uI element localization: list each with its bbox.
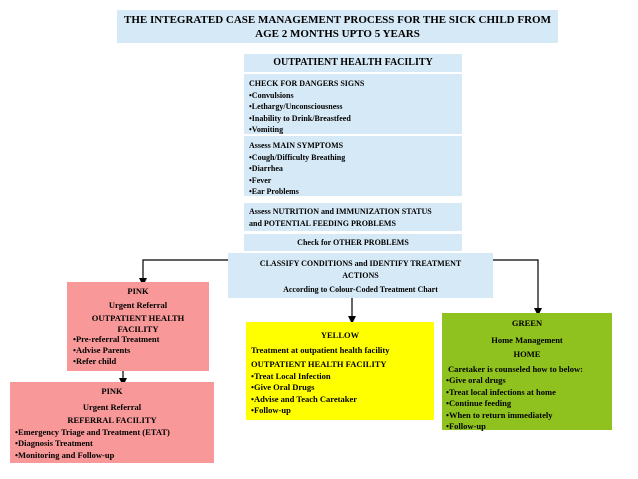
classify-line-1: CLASSIFY CONDITIONS and IDENTIFY TREATME… bbox=[259, 259, 462, 268]
yellow-box: YELLOW Treatment at outpatient health fa… bbox=[246, 322, 434, 420]
danger-signs-heading: CHECK FOR DANGERS SIGNS bbox=[249, 79, 365, 88]
pink-referral-subtitle: Urgent Referral bbox=[82, 401, 142, 412]
pink-referral-item: •Monitoring and Follow-up bbox=[15, 449, 115, 460]
yellow-item: •Advise and Teach Caretaker bbox=[251, 393, 358, 404]
title-line-2: AGE 2 MONTHS UPTO 5 YEARS bbox=[255, 28, 420, 40]
pink-outpatient-item: •Pre-referral Treatment bbox=[73, 333, 160, 344]
green-subtitle: Home Management bbox=[491, 334, 563, 345]
classify-box: CLASSIFY CONDITIONS and IDENTIFY TREATME… bbox=[228, 253, 493, 298]
facility-box: OUTPATIENT HEALTH FACILITY bbox=[244, 54, 462, 72]
yellow-color: YELLOW bbox=[320, 330, 360, 340]
green-color: GREEN bbox=[511, 318, 543, 328]
pink-referral-item: •Emergency Triage and Treatment (ETAT) bbox=[15, 426, 170, 437]
pink-referral-color: PINK bbox=[101, 386, 123, 396]
nutrition-line-1: Assess NUTRITION and IMMUNIZATION STATUS bbox=[249, 207, 432, 216]
connector-to-pink bbox=[139, 259, 228, 286]
title-box: THE INTEGRATED CASE MANAGEMENT PROCESS F… bbox=[117, 10, 558, 43]
danger-sign-item: •Convulsions bbox=[249, 90, 294, 100]
pink-outpatient-box: PINK Urgent Referral OUTPATIENT HEALTH F… bbox=[67, 282, 209, 371]
connector-to-green bbox=[493, 259, 542, 316]
yellow-facility: OUTPATIENT HEALTH FACILITY bbox=[251, 359, 387, 369]
pink-referral-facility: REFERRAL FACILITY bbox=[67, 415, 157, 425]
green-item: •Treat local infections at home bbox=[446, 386, 556, 397]
pink-outpatient-subtitle: Urgent Referral bbox=[108, 299, 168, 310]
pink-outpatient-facility-1: OUTPATIENT HEALTH bbox=[91, 313, 185, 323]
pink-outpatient-facility-2: FACILITY bbox=[117, 323, 159, 334]
main-symptom-item: •Ear Problems bbox=[249, 187, 299, 196]
nutrition-box: Assess NUTRITION and IMMUNIZATION STATUS… bbox=[244, 203, 462, 231]
yellow-subtitle: Treatment at outpatient health facility bbox=[251, 344, 390, 355]
classify-line-2: ACTIONS bbox=[342, 270, 379, 280]
pink-referral-box: PINK Urgent Referral REFERRAL FACILITY •… bbox=[10, 382, 214, 463]
title-line-1: THE INTEGRATED CASE MANAGEMENT PROCESS F… bbox=[124, 14, 551, 26]
danger-sign-item: •Inability to Drink/Breastfeed bbox=[249, 113, 351, 123]
green-item: •Give oral drugs bbox=[446, 375, 506, 385]
other-problems-label: Check for OTHER PROBLEMS bbox=[297, 238, 409, 247]
danger-sign-item: •Vomiting bbox=[249, 125, 284, 134]
nutrition-line-2: and POTENTIAL FEEDING PROBLEMS bbox=[249, 218, 396, 228]
yellow-item: •Follow-up bbox=[251, 405, 291, 415]
main-symptom-item: •Diarrhea bbox=[249, 164, 283, 173]
facility-label: OUTPATIENT HEALTH FACILITY bbox=[273, 57, 433, 68]
main-symptoms-heading: Assess MAIN SYMPTOMS bbox=[249, 141, 344, 150]
other-problems-box: Check for OTHER PROBLEMS bbox=[244, 234, 462, 251]
classify-line-3: According to Colour-Coded Treatment Char… bbox=[283, 285, 438, 294]
yellow-item: •Give Oral Drugs bbox=[251, 382, 315, 392]
yellow-item: •Treat Local Infection bbox=[251, 370, 331, 381]
green-item: •Follow-up bbox=[446, 421, 486, 431]
green-place: HOME bbox=[513, 349, 541, 359]
pink-outpatient-item: •Refer child bbox=[73, 355, 117, 366]
green-item: •Continue feeding bbox=[446, 398, 512, 408]
main-symptoms-box: Assess MAIN SYMPTOMS •Cough/Difficulty B… bbox=[244, 136, 462, 196]
green-item: •When to return immediately bbox=[446, 409, 553, 420]
pink-outpatient-item: •Advise Parents bbox=[73, 344, 131, 355]
green-intro: Caretaker is counseled how to below: bbox=[448, 363, 583, 374]
main-symptom-item: •Cough/Difficulty Breathing bbox=[249, 152, 346, 162]
pink-outpatient-color: PINK bbox=[127, 286, 149, 296]
green-box: GREEN Home Management HOME Caretaker is … bbox=[442, 313, 612, 431]
main-symptom-item: •Fever bbox=[249, 175, 272, 185]
danger-sign-item: •Lethargy/Unconsciousness bbox=[249, 102, 343, 111]
danger-signs-box: CHECK FOR DANGERS SIGNS •Convulsions •Le… bbox=[244, 74, 462, 134]
pink-referral-item: •Diagnosis Treatment bbox=[15, 438, 93, 448]
